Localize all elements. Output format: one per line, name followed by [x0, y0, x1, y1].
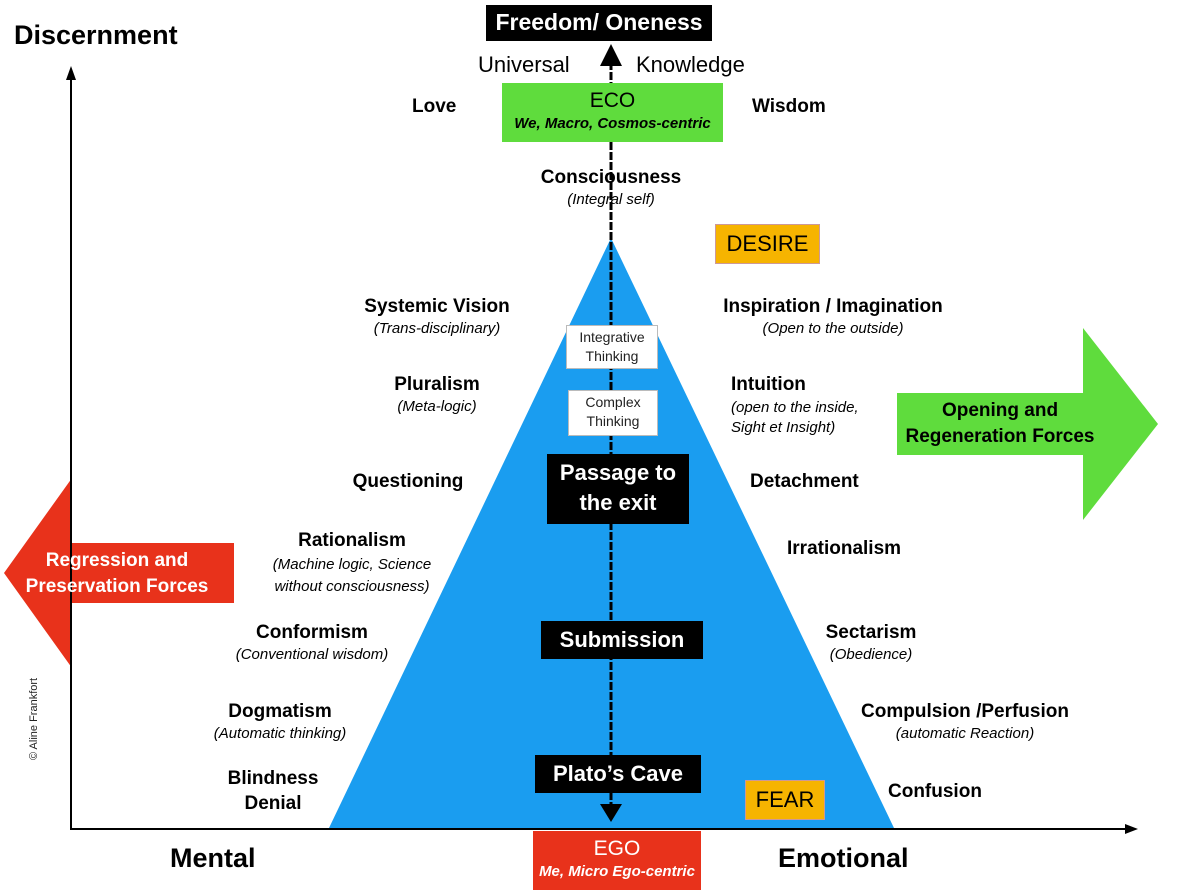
freedom-oneness-box: Freedom/ Oneness [486, 5, 712, 41]
copyright-label: © Aline Frankfort [28, 677, 40, 760]
x-axis-left-label: Mental [170, 843, 256, 873]
center-arrow-up-head [600, 44, 622, 66]
consciousness-sub: (Integral self) [567, 191, 655, 208]
left-item-conformism-sub: (Conventional wisdom) [235, 646, 389, 663]
complex-thinking-box: Complex Thinking [568, 390, 658, 436]
right-item-compulsion: Compulsion /Perfusion [861, 701, 1069, 722]
left-item-pluralism: Pluralism [394, 374, 480, 395]
left-item-blindness: Blindness [227, 768, 319, 789]
opening-arrow [897, 328, 1158, 520]
wisdom-label: Wisdom [752, 96, 826, 117]
fear-tag: FEAR [745, 780, 825, 820]
left-item-rationalism-sub: (Machine logic, Science without consciou… [272, 556, 432, 595]
y-axis-label: Discernment [14, 20, 178, 50]
eco-title: ECO [589, 89, 636, 112]
universal-label: Universal [478, 52, 570, 77]
submission-box: Submission [541, 621, 703, 659]
ego-subtitle: Me, Micro Ego-centric [539, 863, 695, 880]
left-item-pluralism-sub: (Meta-logic) [397, 398, 477, 415]
platos-cave-box: Plato’s Cave [535, 755, 701, 793]
right-item-irrationalism: Irrationalism [787, 538, 902, 559]
regression-forces-label: Regression and Preservation Forces [25, 550, 209, 597]
left-item-dogmatism: Dogmatism [228, 701, 332, 722]
left-item-systemic-vision: Systemic Vision [364, 296, 510, 317]
y-axis-arrowhead [66, 66, 76, 80]
passage-to-exit-box: Passage to the exit [547, 454, 689, 524]
consciousness-label: Consciousness [540, 167, 682, 188]
center-arrow-down-head [600, 804, 622, 822]
x-axis-arrowhead [1125, 824, 1138, 834]
desire-tag: DESIRE [715, 224, 820, 264]
left-item-conformism: Conformism [256, 622, 368, 643]
x-axis-right-label: Emotional [778, 843, 909, 873]
right-item-intuition-sub: (open to the inside, Sight et Insight) [731, 399, 859, 437]
knowledge-label: Knowledge [636, 52, 745, 77]
left-item-dogmatism-sub: (Automatic thinking) [213, 725, 347, 742]
integrative-thinking-box: Integrative Thinking [566, 325, 658, 369]
right-item-intuition: Intuition [731, 374, 806, 395]
left-item-questioning: Questioning [352, 471, 464, 492]
right-item-inspiration: Inspiration / Imagination [723, 296, 943, 317]
right-item-detachment: Detachment [750, 471, 859, 492]
eco-box: ECO We, Macro, Cosmos-centric [502, 83, 723, 142]
right-item-inspiration-sub: (Open to the outside) [762, 320, 904, 337]
regression-arrow [4, 478, 234, 668]
left-item-denial: Denial [244, 793, 302, 814]
right-item-sectarism: Sectarism [825, 622, 917, 643]
left-item-rationalism: Rationalism [298, 530, 406, 551]
eco-subtitle: We, Macro, Cosmos-centric [514, 115, 711, 132]
right-item-confusion: Confusion [888, 781, 982, 802]
left-item-systemic-vision-sub: (Trans-disciplinary) [373, 320, 501, 337]
opening-forces-label: Opening and Regeneration Forces [905, 400, 1095, 447]
ego-title: EGO [593, 837, 641, 860]
love-label: Love [412, 96, 457, 117]
ego-box: EGO Me, Micro Ego-centric [533, 831, 701, 890]
right-item-compulsion-sub: (automatic Reaction) [895, 725, 1035, 742]
right-item-sectarism-sub: (Obedience) [829, 646, 913, 663]
